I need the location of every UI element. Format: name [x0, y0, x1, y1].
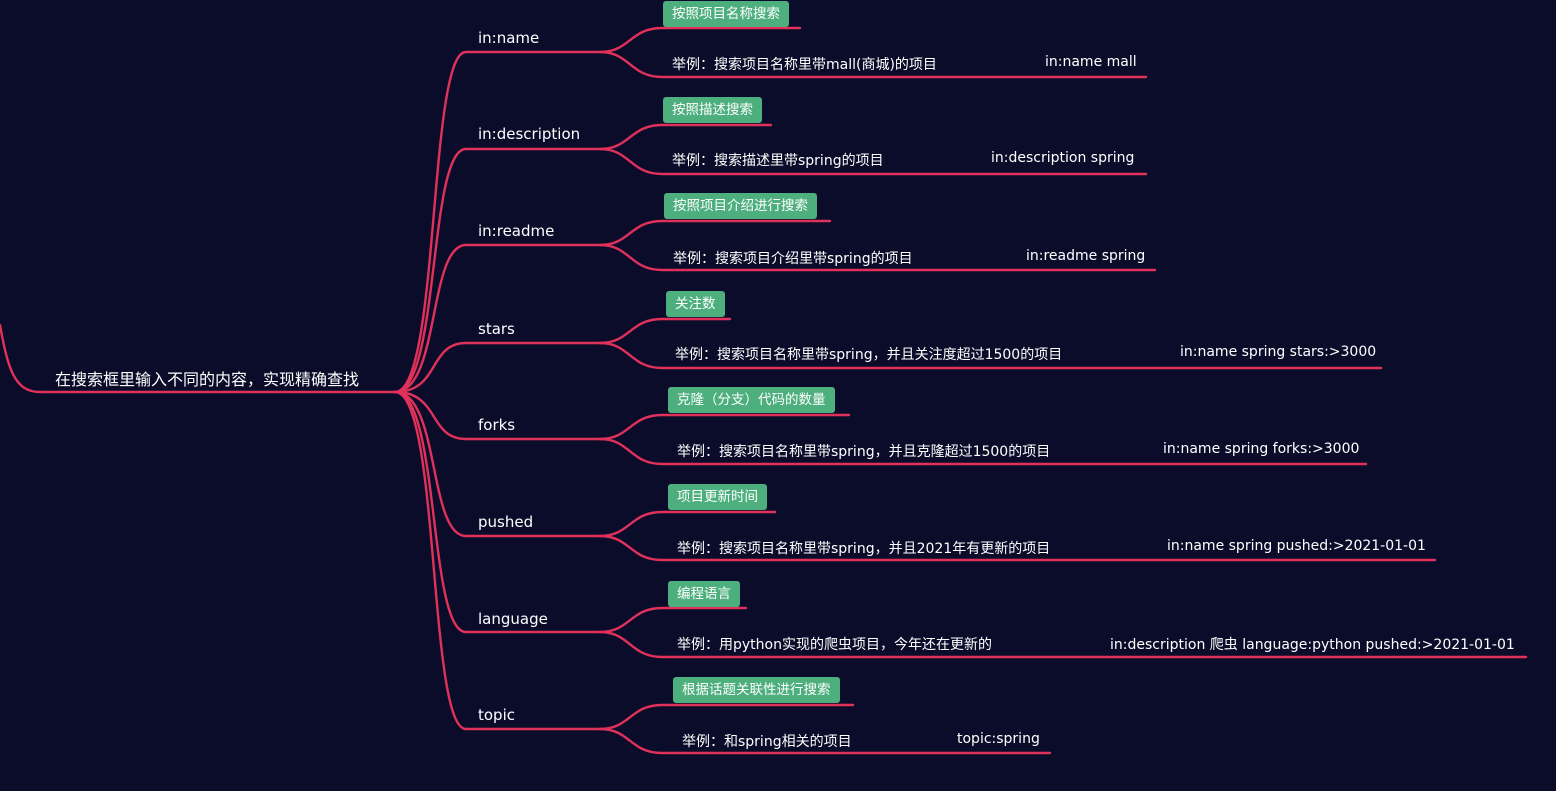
query-in-name: in:name mall [1045, 54, 1137, 70]
connector-to-example-forks [598, 437, 1368, 466]
connector-root-to-topic [393, 390, 468, 731]
tag-in-readme: 按照项目介绍进行搜索 [664, 193, 817, 219]
example-pushed: 举例：搜索项目名称里带spring，并且2021年有更新的项目 [677, 541, 1051, 557]
connector-root-to-pushed [393, 390, 468, 538]
connector-to-example-topic [598, 727, 1052, 755]
example-topic: 举例：和spring相关的项目 [682, 734, 852, 750]
connector-to-tag-pushed [598, 510, 777, 538]
tag-pushed: 项目更新时间 [668, 484, 767, 510]
connector-to-example-pushed [598, 534, 1437, 562]
tag-topic: 根据话题关联性进行搜索 [673, 677, 840, 703]
connector-to-tag-in-name [598, 26, 802, 54]
example-in-readme: 举例：搜索项目介绍里带spring的项目 [673, 251, 913, 267]
query-language: in:description 爬虫 language:python pushed… [1110, 637, 1515, 653]
connector-to-tag-stars [598, 317, 732, 345]
query-forks: in:name spring forks:>3000 [1163, 441, 1360, 457]
tag-language: 编程语言 [668, 581, 740, 607]
query-in-readme: in:readme spring [1026, 248, 1146, 264]
connector-to-tag-topic [598, 703, 855, 731]
query-in-description: in:description spring [991, 150, 1135, 166]
example-forks: 举例：搜索项目名称里带spring，并且克隆超过1500的项目 [677, 444, 1051, 460]
branch-label-forks: forks [478, 416, 516, 434]
query-topic: topic:spring [957, 731, 1040, 747]
example-in-name: 举例：搜索项目名称里带mall(商城)的项目 [672, 57, 937, 73]
connector-to-example-language [598, 630, 1528, 659]
branch-label-in-readme: in:readme [478, 222, 555, 240]
connector-to-example-in-description [598, 147, 1148, 176]
connector-to-tag-language [598, 606, 748, 634]
connector-to-example-in-readme [598, 243, 1157, 272]
example-in-description: 举例：搜索描述里带spring的项目 [672, 153, 884, 169]
connector-root-to-forks [393, 390, 468, 441]
connector-to-example-in-name [598, 50, 1148, 79]
query-pushed: in:name spring pushed:>2021-01-01 [1167, 538, 1426, 554]
connector-root-to-language [393, 390, 468, 634]
tag-in-description: 按照描述搜索 [663, 97, 762, 123]
connector-to-tag-in-description [598, 123, 773, 151]
connector-root-to-in-description [393, 147, 468, 394]
connector-root-to-in-readme [393, 243, 468, 394]
branch-label-topic: topic [478, 706, 515, 724]
tag-in-name: 按照项目名称搜索 [663, 1, 789, 27]
connector-to-tag-in-readme [598, 219, 832, 247]
example-stars: 举例：搜索项目名称里带spring，并且关注度超过1500的项目 [675, 347, 1063, 363]
branch-label-in-description: in:description [478, 125, 581, 143]
root-incoming-line [0, 323, 42, 394]
tag-stars: 关注数 [666, 291, 725, 317]
branch-label-language: language [478, 610, 548, 628]
query-stars: in:name spring stars:>3000 [1180, 344, 1377, 360]
branch-label-stars: stars [478, 320, 515, 338]
connector-root-to-stars [393, 341, 468, 394]
root-node-label: 在搜索框里输入不同的内容，实现精确查找 [55, 370, 360, 389]
branch-label-pushed: pushed [478, 513, 534, 531]
branch-label-in-name: in:name [478, 29, 540, 47]
example-language: 举例：用python实现的爬虫项目，今年还在更新的 [677, 637, 992, 653]
connector-root-to-in-name [393, 50, 468, 394]
connector-to-tag-forks [598, 413, 851, 441]
connector-to-example-stars [598, 341, 1383, 370]
tag-forks: 克隆（分支）代码的数量 [668, 387, 835, 413]
